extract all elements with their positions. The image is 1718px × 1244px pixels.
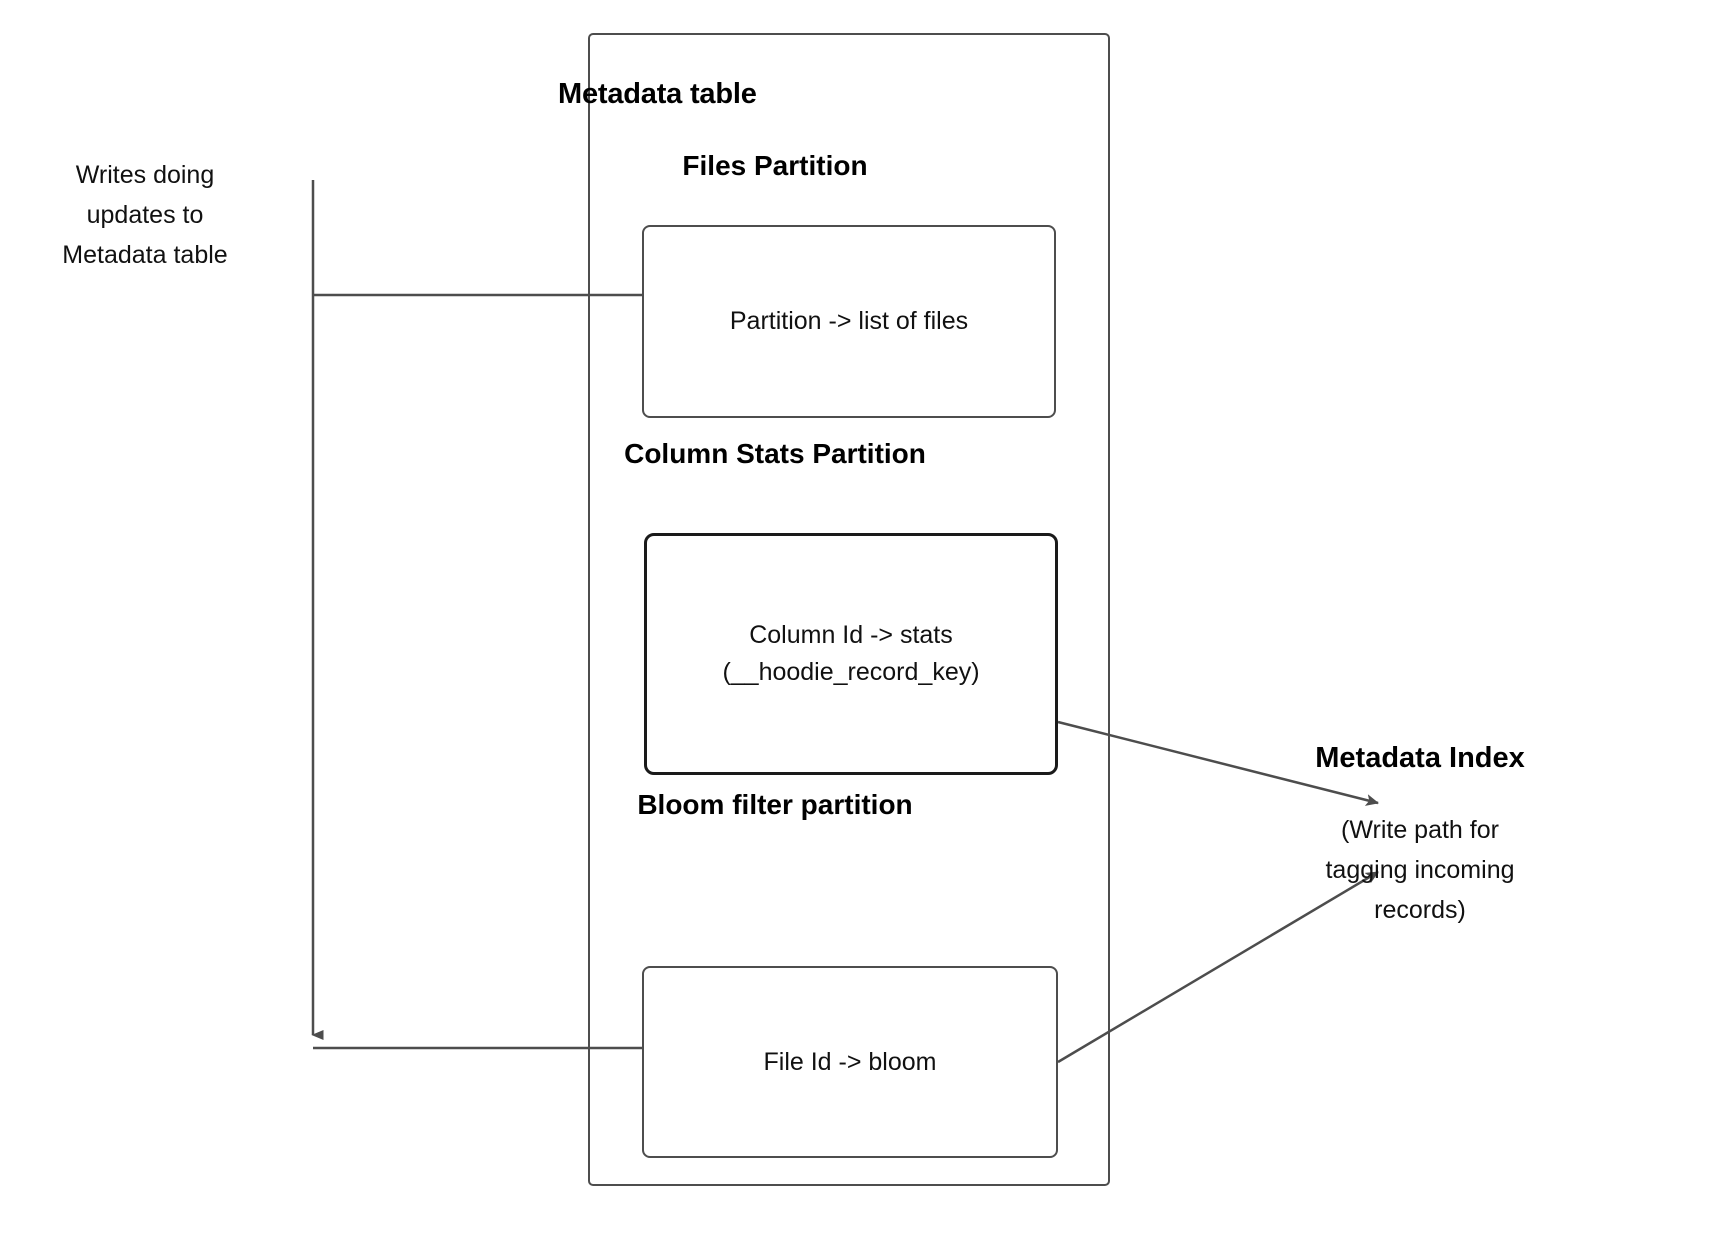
bloom-filter-partition-box-text: File Id -> bloom bbox=[763, 1047, 937, 1076]
metadata-index-subtitle: (Write path for tagging incoming records… bbox=[1325, 816, 1515, 924]
metadata-index-title: Metadata Index bbox=[1315, 742, 1525, 774]
bloom-filter-partition-heading: Bloom filter partition bbox=[637, 789, 913, 820]
column-stats-partition-box-text: Column Id -> stats (__hoodie_record_key) bbox=[722, 621, 980, 686]
files-partition-box-text: Partition -> list of files bbox=[729, 307, 969, 335]
writes-label: Writes doing updates to Metadata table bbox=[62, 161, 228, 269]
column-stats-partition-box: Column Id -> stats (__hoodie_record_key) bbox=[644, 533, 1058, 775]
metadata-table-title: Metadata table bbox=[558, 78, 757, 110]
bloom-filter-partition-box: File Id -> bloom bbox=[642, 966, 1058, 1158]
metadata-table-container bbox=[588, 33, 1110, 1186]
files-partition-box: Partition -> list of files bbox=[642, 225, 1056, 418]
column-stats-partition-heading: Column Stats Partition bbox=[624, 438, 926, 469]
files-partition-heading: Files Partition bbox=[682, 150, 868, 181]
